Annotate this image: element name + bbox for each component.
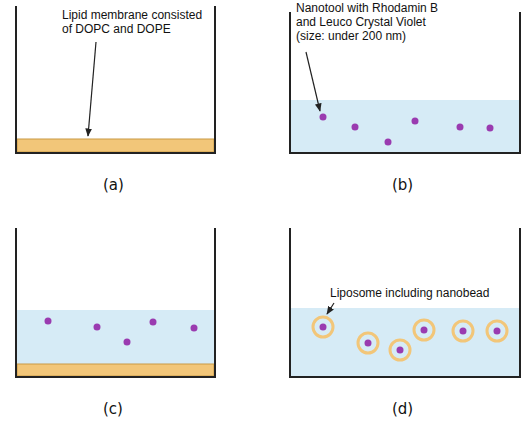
well-outline	[16, 228, 215, 377]
callout-text: Lipid membrane consisted of DOPC and DOP…	[62, 8, 214, 36]
panel-label: (d)	[392, 400, 413, 418]
well-outline	[16, 6, 215, 153]
leader-line	[306, 52, 320, 111]
nanotools	[320, 114, 494, 146]
solution	[17, 310, 214, 364]
liposomes	[313, 317, 507, 360]
panel-label: (a)	[103, 176, 124, 194]
well-outline	[290, 228, 520, 377]
leader-line	[327, 303, 334, 314]
leader-line	[88, 42, 96, 136]
callout-text: Liposome including nanobead	[330, 286, 489, 300]
panel-label: (c)	[103, 400, 123, 418]
lipid-membrane	[17, 139, 214, 152]
solution	[291, 308, 519, 377]
nanotools	[45, 318, 198, 346]
callout-text: Nanotool with Rhodamin B and Leuco Cryst…	[296, 1, 456, 43]
lipid-membrane	[17, 364, 214, 376]
panel-label: (b)	[392, 176, 413, 194]
solution	[291, 100, 519, 153]
